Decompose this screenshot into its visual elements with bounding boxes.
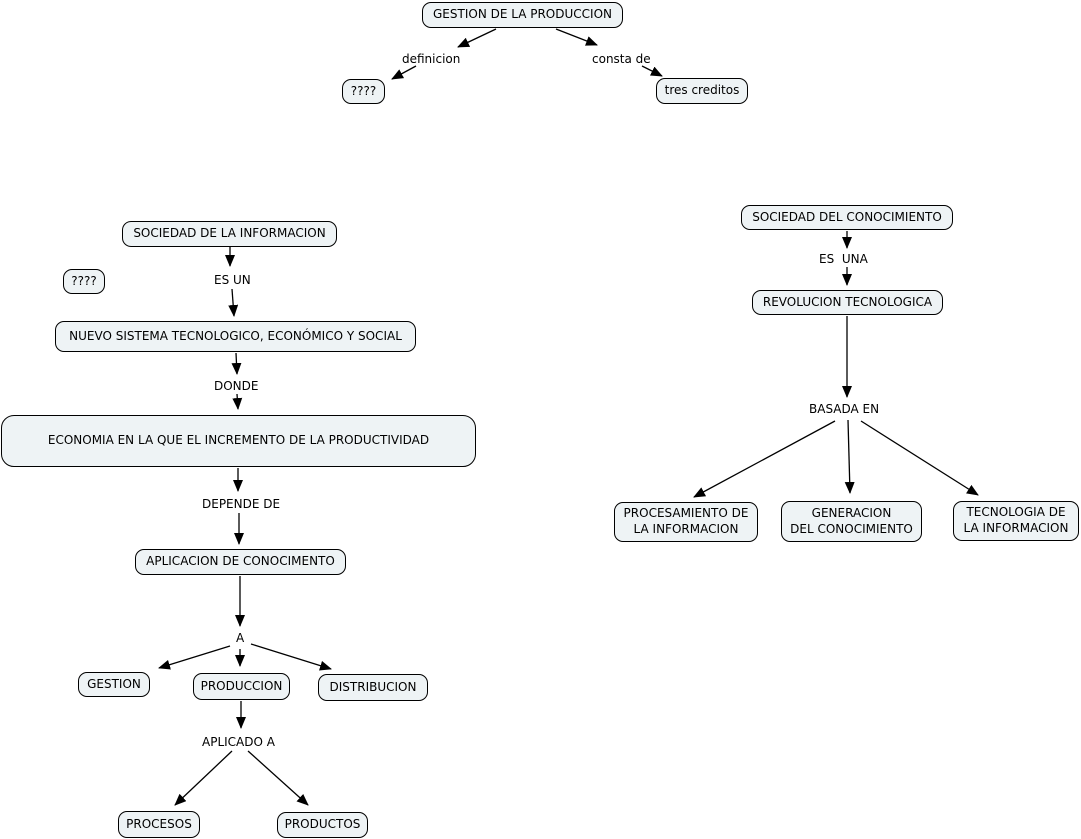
node-procesos[interactable]: PROCESOS: [118, 811, 200, 838]
node-generacion-conocimiento[interactable]: GENERACION DEL CONOCIMIENTO: [781, 501, 922, 542]
link-definicion[interactable]: definicion: [402, 52, 461, 66]
connector: [232, 393, 243, 410]
node-gestion[interactable]: GESTION: [78, 672, 150, 697]
node-sociedad-del-conocimiento[interactable]: SOCIEDAD DEL CONOCIMIENTO: [741, 205, 953, 230]
node-procesamiento-informacion[interactable]: PROCESAMIENTO DE LA INFORMACION: [614, 502, 758, 542]
link-a[interactable]: A: [236, 631, 245, 645]
connector: [250, 643, 332, 671]
node-nuevo-sistema[interactable]: NUEVO SISTEMA TECNOLOGICO, ECONÓMICO Y S…: [55, 321, 416, 352]
connector: [457, 28, 497, 48]
connector: [555, 28, 598, 46]
node-tecnologia-informacion[interactable]: TECNOLOGIA DE LA INFORMACION: [953, 501, 1079, 541]
link-depende-de[interactable]: DEPENDE DE: [202, 497, 281, 511]
connector: [231, 352, 242, 375]
connector: [247, 750, 309, 806]
node-gestion-de-la-produccion[interactable]: GESTION DE LA PRODUCCION: [422, 2, 623, 28]
connector: [158, 645, 231, 670]
node-tres-creditos[interactable]: tres creditos: [656, 78, 748, 104]
node-sociedad-de-la-informacion[interactable]: SOCIEDAD DE LA INFORMACION: [122, 221, 337, 247]
node-revolucion-tecnologica[interactable]: REVOLUCION TECNOLOGICA: [752, 290, 943, 315]
link-es-un[interactable]: ES UN: [214, 273, 251, 287]
link-basada-en[interactable]: BASADA EN: [809, 402, 880, 416]
link-es-una[interactable]: ES UNA: [819, 252, 868, 266]
link-aplicado-a[interactable]: APLICADO A: [202, 735, 275, 749]
node-productos[interactable]: PRODUCTOS: [277, 812, 368, 838]
connector: [174, 750, 233, 806]
node-distribucion[interactable]: DISTRIBUCION: [318, 674, 428, 701]
node-economia[interactable]: ECONOMIA EN LA QUE EL INCREMENTO DE LA P…: [1, 415, 476, 467]
node-produccion[interactable]: PRODUCCION: [193, 673, 290, 700]
link-consta-de[interactable]: consta de: [592, 52, 651, 66]
link-donde[interactable]: DONDE: [214, 379, 259, 393]
connector: [693, 420, 836, 498]
connector: [228, 288, 239, 317]
connector: [641, 65, 663, 77]
node-unknown-top[interactable]: ????: [342, 79, 385, 104]
connector: [860, 420, 979, 496]
node-unknown-left[interactable]: ????: [63, 269, 105, 294]
connector: [844, 419, 855, 494]
connector: [391, 65, 417, 80]
node-aplicacion-de-conocimento[interactable]: APLICACION DE CONOCIMENTO: [135, 549, 346, 575]
